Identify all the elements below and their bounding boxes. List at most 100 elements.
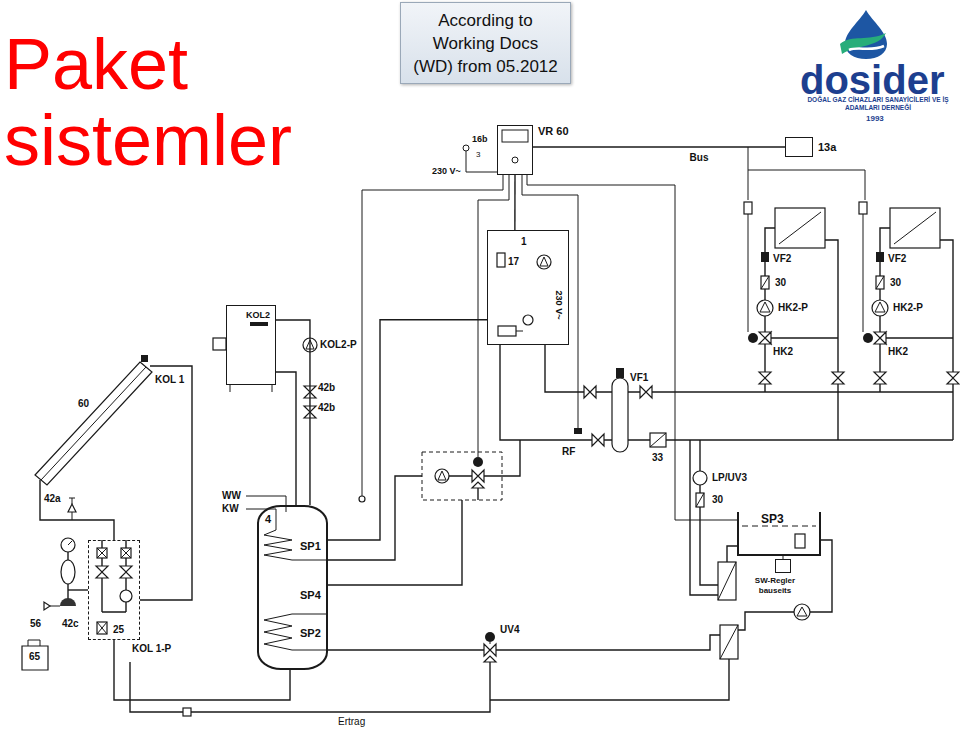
controller-wiring [359, 130, 865, 520]
sensor-name: VF2 [888, 253, 906, 265]
remote-control-box: 13a [785, 137, 813, 157]
callout-number: 33 [652, 452, 663, 464]
pump-group-detail-part [121, 548, 131, 558]
boiler-detail-part [523, 315, 533, 325]
logo-subtitle: DOĞAL GAZ CİHAZLARI SANAYİCİLERİ VE İŞ A… [800, 96, 956, 112]
callout-number: 30 [712, 494, 723, 506]
pump-group-detail [96, 540, 132, 634]
heating-circuit-part [748, 333, 758, 343]
heating-circuit-part [886, 337, 953, 338]
logo-year: 1993 [866, 114, 884, 124]
valve-group-part [449, 475, 502, 476]
node-sub-label: SP2 [300, 627, 321, 640]
hydraulic-pipes-part [718, 562, 736, 600]
pool-controller-box: SW-Regler bauseits [775, 559, 791, 573]
storage-tank-detail-part [496, 635, 720, 650]
controller-wiring-part [463, 145, 469, 151]
solar-collector-part [35, 362, 152, 485]
logo-mark-part [840, 33, 886, 54]
heating-circuit-part [744, 202, 752, 214]
heating-circuit-part [876, 276, 884, 289]
boiler-detail-part [537, 255, 551, 269]
hydraulic-pipes-part [693, 471, 707, 485]
hydraulic-pipes-part [696, 493, 704, 507]
connector-label: Bus [688, 152, 711, 164]
boiler-detail-part [497, 253, 505, 267]
node-label: 13a [818, 141, 836, 154]
storage-tank-detail-part [328, 649, 484, 650]
solar-collector-part [69, 498, 75, 504]
heating-circuit-part [894, 212, 936, 244]
callout-number: 60 [78, 398, 89, 410]
expansion-group-part [22, 646, 48, 670]
heating-circuit-part [872, 300, 888, 316]
heating-circuit-part [761, 252, 769, 262]
heating-circuit [859, 202, 959, 440]
solar-collector-part [140, 366, 192, 600]
pump-group-detail-part [120, 566, 132, 578]
solid-fuel-circuit-part [276, 372, 296, 505]
solar-collector-part [41, 367, 146, 480]
callout-number: 65 [29, 651, 40, 663]
pipe-name: WW [222, 490, 241, 502]
storage-tank: 4SP1SP4SP2 [257, 505, 328, 670]
pump-group-detail-part [96, 566, 108, 578]
controller-wiring-part [478, 175, 509, 457]
heating-circuit-part [825, 240, 838, 440]
storage-tank-detail-part [130, 662, 490, 712]
controller-wiring-part [512, 157, 518, 163]
expansion-group-part [68, 589, 88, 590]
hydraulic-pipes-part [628, 391, 953, 392]
solar-collector [35, 355, 192, 600]
storage-tank-detail-part [720, 625, 738, 659]
storage-tank-detail-part [490, 659, 729, 700]
hydraulic-pipes-part [700, 507, 718, 585]
callout-number: 42a [44, 493, 61, 505]
expansion-group-part [61, 538, 75, 552]
logo-mark-part [849, 46, 884, 50]
solar-collector-part [72, 512, 73, 520]
callout-number: 30 [775, 277, 786, 289]
expansion-group-part [68, 541, 72, 545]
heating-circuit-part [947, 372, 959, 384]
logo-mark-part [845, 10, 887, 59]
component-name: LP/UV3 [712, 472, 747, 484]
expansion-group-part [44, 602, 50, 610]
heating-circuit-part [863, 214, 864, 332]
solar-collector-part [68, 504, 76, 512]
heating-circuit-part [771, 337, 838, 338]
boiler-detail-part [516, 331, 523, 332]
sensor-name: RF [562, 446, 575, 458]
hydraulic-pipes-part [727, 546, 737, 562]
expansion-group-part [61, 560, 75, 584]
pump-group-detail-part [97, 622, 107, 634]
pool-circuit-part [797, 607, 807, 616]
hydraulic-pipes [500, 345, 953, 600]
hydraulic-pipes-part [650, 433, 666, 447]
callout-number: 30 [890, 277, 901, 289]
heating-circuit-part [890, 208, 940, 248]
solid-fuel-circuit-part [250, 322, 268, 326]
pump-group-detail-part [97, 622, 107, 634]
heating-circuit-part [759, 372, 771, 384]
pump-group-detail-part [97, 548, 107, 558]
heating-circuit-part [761, 276, 769, 289]
pump-group-detail-part [121, 548, 131, 558]
hydraulic-pipes-part [699, 485, 700, 493]
node-sub-label: SP1 [300, 540, 321, 553]
node-label: 4 [265, 513, 271, 526]
component-name: KOL 1-P [132, 643, 171, 655]
pool-circuit-part [794, 604, 810, 620]
supply-voltage: 230 V~ [553, 291, 564, 320]
hydraulic-pipes-part [690, 440, 718, 595]
component-name: HK2 [888, 346, 908, 358]
controller-wiring-part [527, 175, 737, 520]
sensor-name: VF2 [773, 253, 791, 265]
storage-tank-detail-part [246, 496, 286, 512]
pool-circuit-part [738, 612, 794, 630]
pump-group-detail-part [120, 590, 132, 602]
pool-circuit [738, 526, 832, 630]
heating-circuit-part [874, 372, 886, 384]
node-label: 1 [521, 236, 527, 248]
pipe-connector [114, 640, 290, 700]
